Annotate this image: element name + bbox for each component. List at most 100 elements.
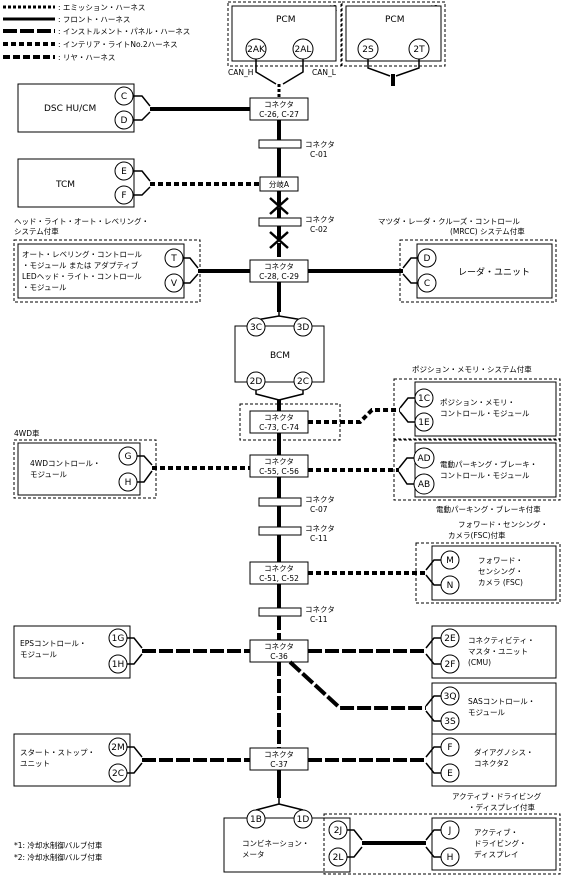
svg-text:コネクティビティ・: コネクティビティ・: [468, 636, 535, 645]
svg-text:マツダ・レーダ・クルーズ・コントロール: マツダ・レーダ・クルーズ・コントロール: [378, 216, 520, 226]
svg-text:ドライビング・: ドライビング・: [474, 838, 527, 848]
svg-text:C-11: C-11: [310, 615, 328, 624]
svg-text:コネクタ: コネクタ: [305, 140, 335, 149]
svg-text:2L: 2L: [333, 853, 344, 863]
svg-text:モジュール: モジュール: [30, 470, 67, 479]
svg-text:C-73, C-74: C-73, C-74: [259, 423, 299, 432]
module-4wd: 4WD車 4WDコントロール・ モジュール G H: [13, 428, 157, 499]
svg-text:C-07: C-07: [310, 505, 328, 514]
pcm2-block: *2 PCM 2S 2T: [341, 1, 446, 67]
meter-pin-1b: [246, 809, 266, 829]
module-bcm: BCM 3C 3D 2D 2C: [234, 317, 325, 391]
svg-text:コネクタ: コネクタ: [264, 642, 294, 651]
pcm2-title: PCM: [385, 15, 404, 25]
svg-text:3D: 3D: [297, 323, 310, 333]
svg-text:メータ: メータ: [242, 850, 265, 859]
svg-text:コネクタ: コネクタ: [264, 100, 294, 109]
svg-text:1B: 1B: [250, 815, 262, 825]
svg-text:C-37: C-37: [270, 760, 288, 769]
svg-text:F: F: [447, 743, 452, 753]
svg-text:アクティブ・ドライビング: アクティブ・ドライビング: [452, 791, 542, 801]
legend-label-instrument: : インストルメント・パネル・ハーネス: [58, 27, 190, 36]
module-cmu: コネクティビティ・ マスタ・ユニット (CMU) 2E 2F: [431, 625, 557, 679]
svg-text:C-26, C-27: C-26, C-27: [259, 110, 299, 119]
svg-text:2F: 2F: [445, 660, 456, 670]
svg-text:分岐A: 分岐A: [269, 179, 290, 189]
svg-text:(CMU): (CMU): [468, 658, 491, 667]
svg-text:1G: 1G: [112, 634, 125, 644]
module-sas: SASコントロール・ モジュール 3Q 3S: [431, 682, 557, 736]
pcm1-twisted-pair: [255, 59, 304, 85]
connector-c01: コネクタ C-01: [258, 139, 335, 159]
bcm-pin-3d: [293, 317, 313, 337]
svg-text:コネクタ: コネクタ: [264, 262, 294, 271]
svg-text:コネクタ: コネクタ: [264, 457, 294, 466]
svg-text:C-11: C-11: [310, 534, 328, 543]
svg-text:コネクタ: コネクタ: [264, 750, 294, 759]
svg-text:ダイアグノシス・: ダイアグノシス・: [474, 747, 533, 757]
svg-text:1H: 1H: [112, 660, 125, 670]
svg-text:4WD車: 4WD車: [14, 428, 40, 438]
svg-text:3S: 3S: [444, 717, 456, 727]
svg-text:J: J: [448, 826, 452, 836]
svg-text:コネクタ: コネクタ: [305, 605, 335, 614]
svg-text:1E: 1E: [418, 418, 430, 428]
module-headlight: ヘッド・ライト・オート・レベリング・ システム付車 オート・レベリング・コントロ…: [13, 216, 201, 303]
legend: : エミッション・ハーネス : フロント・ハーネス : インストルメント・パネル…: [3, 3, 190, 62]
svg-text:C-02: C-02: [310, 225, 328, 234]
svg-text:コネクタ: コネクタ: [305, 215, 335, 224]
pcm1-pin-2al-label: 2AL: [295, 45, 312, 55]
svg-text:コントロール・モジュール: コントロール・モジュール: [440, 409, 530, 418]
pcm1-optional-frame: [227, 1, 342, 67]
svg-text:TCM: TCM: [55, 180, 75, 190]
svg-text:ディスプレイ: ディスプレイ: [474, 849, 518, 859]
svg-text:フォワード・センシング・: フォワード・センシング・: [458, 519, 548, 529]
connector-c55: コネクタ C-55, C-56: [249, 454, 309, 478]
module-position-memory: ポジション・メモリ・システム付車 ポジション・メモリ・ コントロール・モジュール…: [393, 364, 561, 440]
svg-text:V: V: [171, 279, 178, 289]
connector-c02: コネクタ C-02: [258, 197, 335, 249]
svg-text:2J: 2J: [334, 826, 342, 836]
svg-text:スタート・ストップ・: スタート・ストップ・: [20, 748, 95, 757]
connector-c28: コネクタ C-28, C-29: [249, 259, 309, 283]
svg-text:M: M: [446, 556, 454, 566]
pcm1-can-l-label: CAN_L: [312, 68, 337, 77]
svg-text:SASコントロール・: SASコントロール・: [468, 697, 535, 706]
svg-text:C: C: [424, 279, 430, 289]
position-harness: [308, 408, 400, 424]
svg-text:ポジション・メモリ・システム付車: ポジション・メモリ・システム付車: [412, 364, 532, 374]
svg-text:・ディスプレイ付車: ・ディスプレイ付車: [468, 802, 535, 812]
svg-text:コネクタ: コネクタ: [264, 564, 294, 573]
svg-text:コントロール・モジュール: コントロール・モジュール: [440, 471, 530, 480]
svg-text:(MRCC) システム付車: (MRCC) システム付車: [450, 226, 525, 236]
svg-text:1D: 1D: [297, 815, 310, 825]
svg-text:2M: 2M: [111, 743, 125, 753]
svg-text:ポジション・メモリ・: ポジション・メモリ・: [440, 398, 515, 407]
pcm2-pin-2t-label: 2T: [413, 45, 425, 55]
svg-text:3C: 3C: [250, 323, 262, 333]
svg-text:EPSコントロール・: EPSコントロール・: [20, 639, 87, 648]
module-fsc: フォワード・センシング・ カメラ(FSC)付車 フォワード・ センシング・ カメ…: [415, 519, 561, 604]
svg-text:センシング・: センシング・: [478, 566, 523, 576]
module-start-stop: スタート・ストップ・ ユニット 2M 2C: [13, 733, 131, 787]
svg-text:C-28, C-29: C-28, C-29: [259, 272, 299, 281]
connector-c26: コネクタ C-26, C-27: [249, 97, 309, 121]
svg-text:レーダ・ユニット: レーダ・ユニット: [458, 266, 530, 278]
svg-text:マスタ・ユニット: マスタ・ユニット: [468, 647, 528, 656]
svg-text:システム付車: システム付車: [14, 226, 59, 236]
svg-text:AD: AD: [417, 454, 430, 464]
bcm-pin-3c: [246, 317, 266, 337]
svg-text:H: H: [125, 478, 132, 488]
legend-label-emission: : エミッション・ハーネス: [58, 3, 145, 12]
svg-text:2C: 2C: [112, 769, 124, 779]
svg-text:LEDヘッド・ライト・コントロール: LEDヘッド・ライト・コントロール: [22, 272, 142, 281]
pcm1-can-h-label: CAN_H: [228, 68, 253, 77]
svg-text:ユニット: ユニット: [20, 759, 50, 768]
svg-text:F: F: [121, 191, 126, 201]
svg-text:・モジュール または アダプティブ: ・モジュール または アダプティブ: [22, 260, 139, 270]
module-eps: EPSコントロール・ モジュール 1G 1H: [13, 625, 131, 679]
legend-label-front: : フロント・ハーネス: [58, 15, 130, 24]
svg-text:フォワード・: フォワード・: [478, 556, 523, 565]
